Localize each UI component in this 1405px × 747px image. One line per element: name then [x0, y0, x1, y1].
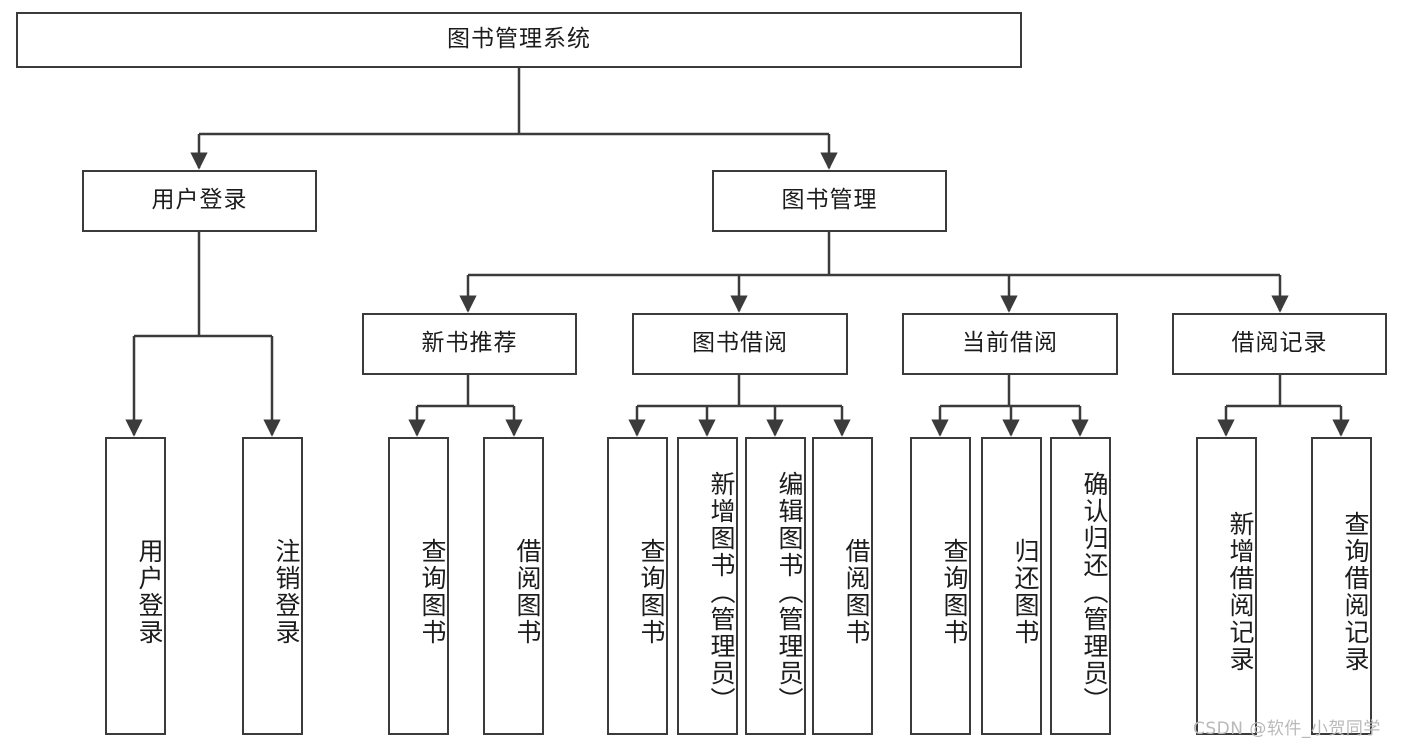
node-current-borrow-label: 当前借阅 — [962, 330, 1058, 357]
node-leaf-logout[interactable]: 注销登录 — [242, 437, 303, 735]
node-leaf-add-book-label: 新增图书（管理员） — [707, 470, 736, 714]
node-leaf-query-borrow-record[interactable]: 查询借阅记录 — [1311, 437, 1372, 735]
node-leaf-user-login[interactable]: 用户登录 — [105, 437, 166, 735]
node-leaf-query-book-borrow-label: 查询图书 — [637, 538, 666, 646]
node-leaf-query-borrow-record-label: 查询借阅记录 — [1341, 511, 1370, 673]
node-leaf-query-book-current-label: 查询图书 — [940, 538, 969, 646]
node-leaf-add-borrow-record-label: 新增借阅记录 — [1226, 511, 1255, 673]
node-user-login[interactable]: 用户登录 — [82, 170, 317, 232]
node-leaf-query-book-borrow[interactable]: 查询图书 — [607, 437, 668, 735]
node-leaf-confirm-return[interactable]: 确认归还（管理员） — [1050, 437, 1111, 735]
node-leaf-borrow-book[interactable]: 借阅图书 — [812, 437, 873, 735]
csdn-watermark: CSDN @软件_小贺同学 — [1193, 719, 1381, 739]
node-root[interactable]: 图书管理系统 — [16, 12, 1022, 68]
node-book-borrow[interactable]: 图书借阅 — [632, 313, 848, 375]
node-leaf-query-book-new-label: 查询图书 — [418, 538, 447, 646]
node-leaf-query-book-current[interactable]: 查询图书 — [910, 437, 971, 735]
node-leaf-return-book[interactable]: 归还图书 — [981, 437, 1042, 735]
node-book-borrow-label: 图书借阅 — [692, 330, 788, 357]
node-new-book-recommend-label: 新书推荐 — [421, 330, 518, 357]
node-new-book-recommend[interactable]: 新书推荐 — [362, 313, 577, 375]
node-leaf-borrow-book-new[interactable]: 借阅图书 — [483, 437, 544, 735]
node-current-borrow[interactable]: 当前借阅 — [902, 313, 1118, 375]
node-root-label: 图书管理系统 — [447, 26, 591, 53]
node-leaf-return-book-label: 归还图书 — [1011, 538, 1040, 646]
node-book-management-label: 图书管理 — [781, 187, 878, 214]
node-leaf-edit-book[interactable]: 编辑图书（管理员） — [745, 437, 806, 735]
node-leaf-add-book[interactable]: 新增图书（管理员） — [677, 437, 738, 735]
node-leaf-logout-label: 注销登录 — [272, 538, 301, 646]
node-leaf-query-book-new[interactable]: 查询图书 — [388, 437, 449, 735]
node-user-login-label: 用户登录 — [151, 187, 248, 214]
node-borrow-record-label: 借阅记录 — [1231, 330, 1328, 357]
node-borrow-record[interactable]: 借阅记录 — [1172, 313, 1387, 375]
node-leaf-borrow-book-new-label: 借阅图书 — [513, 538, 542, 646]
node-leaf-borrow-book-label: 借阅图书 — [842, 538, 871, 646]
node-leaf-edit-book-label: 编辑图书（管理员） — [775, 470, 804, 714]
node-leaf-add-borrow-record[interactable]: 新增借阅记录 — [1196, 437, 1257, 735]
node-leaf-confirm-return-label: 确认归还（管理员） — [1080, 470, 1109, 714]
node-book-management[interactable]: 图书管理 — [712, 170, 947, 232]
node-leaf-user-login-label: 用户登录 — [135, 538, 164, 646]
